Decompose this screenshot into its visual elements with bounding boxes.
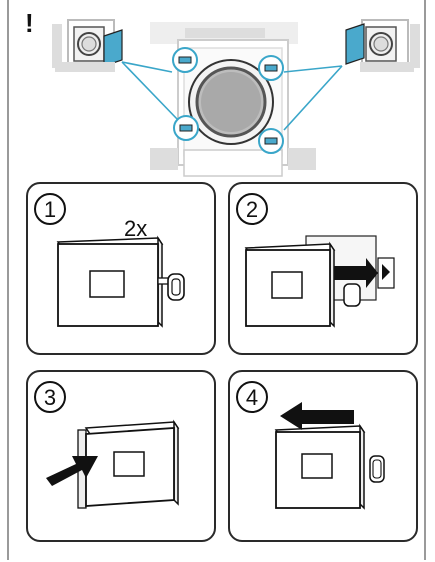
step-2-number: 2 [236,193,268,225]
right-detail-illustration [345,19,420,72]
step-3-panel: 3 [26,370,216,542]
left-detail-illustration [52,19,123,72]
step-4-illustration [274,402,385,510]
overview-illustration [52,19,420,177]
callout-lines [121,61,343,131]
warning-symbol: ! [25,8,34,38]
step-2-illustration [244,235,395,328]
appliance-illustration [150,22,316,177]
step-3-illustration [46,419,180,509]
step-1-quantity: 2x [124,216,148,241]
step-3-number: 3 [34,381,66,413]
page-frame [7,0,426,560]
step-1-illustration [56,235,185,328]
step-4-panel: 4 [228,370,418,542]
step-1-number: 1 [34,193,66,225]
mount-point-callouts [172,47,284,154]
step-4-number: 4 [236,381,268,413]
step-1-panel: 1 2x [26,182,216,355]
step-2-panel: 2 [228,182,418,355]
